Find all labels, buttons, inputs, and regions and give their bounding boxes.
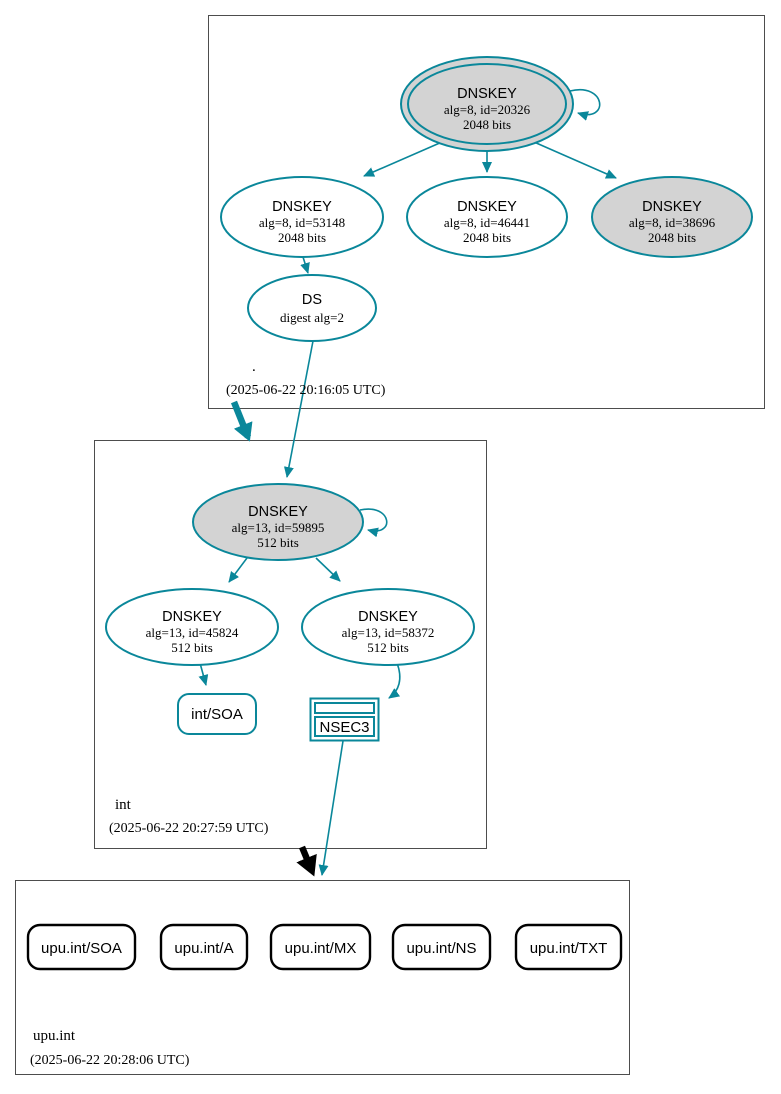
edge-int-ksk-to-zsk58372 (315, 557, 341, 582)
edge-delegation-int-to-upu-int (296, 845, 317, 877)
node-int-soa-rrset[interactable]: int/SOA (177, 693, 257, 735)
node-bits: 2048 bits (278, 230, 326, 245)
zone-label-root: . (252, 359, 256, 375)
node-detail: alg=13, id=59895 (232, 520, 325, 535)
node-root-ksk-20326[interactable]: DNSKEY alg=8, id=20326 2048 bits (400, 56, 574, 152)
zone-timestamp-int: (2025-06-22 20:27:59 UTC) (109, 821, 269, 836)
rrset-label: upu.int/MX (285, 940, 357, 957)
node-root-key-38696[interactable]: DNSKEY alg=8, id=38696 2048 bits (591, 176, 753, 258)
rrset-label: upu.int/TXT (530, 940, 608, 957)
node-title: DNSKEY (272, 199, 332, 215)
node-root-key-46441[interactable]: DNSKEY alg=8, id=46441 2048 bits (406, 176, 568, 258)
node-bits: 512 bits (367, 640, 409, 655)
node-upu-int-soa-rrset[interactable]: upu.int/SOA (26, 923, 137, 971)
node-detail: alg=8, id=46441 (444, 215, 530, 230)
node-bits: 2048 bits (463, 117, 511, 132)
edge-root-ksk-to-zsk53148 (363, 141, 443, 177)
rrset-label: upu.int/SOA (41, 940, 122, 957)
edge-int-ksk-to-zsk45824 (228, 557, 248, 583)
zone-label-int: int (115, 797, 132, 813)
node-title: DNSKEY (457, 199, 517, 215)
nsec3-label: NSEC3 (319, 719, 369, 736)
rrset-label: upu.int/A (174, 940, 233, 957)
rrset-label: upu.int/NS (406, 940, 476, 957)
node-root-zsk-53148[interactable]: DNSKEY alg=8, id=53148 2048 bits (220, 176, 384, 258)
node-title: DNSKEY (358, 609, 418, 625)
node-upu-int-a-rrset[interactable]: upu.int/A (159, 923, 249, 971)
node-title: DNSKEY (248, 504, 308, 520)
node-bits: 2048 bits (648, 230, 696, 245)
node-detail: alg=8, id=38696 (629, 215, 716, 230)
zone-timestamp-root: (2025-06-22 20:16:05 UTC) (226, 383, 386, 398)
edge-delegation-root-to-int (230, 400, 253, 442)
node-int-zsk-58372[interactable]: DNSKEY alg=13, id=58372 512 bits (301, 588, 475, 666)
node-detail: digest alg=2 (280, 310, 344, 325)
node-int-nsec3[interactable]: NSEC3 (309, 697, 380, 742)
zone-label-upu-int: upu.int (33, 1028, 76, 1044)
edge-zsk53148-to-ds (300, 256, 310, 274)
node-upu-int-mx-rrset[interactable]: upu.int/MX (269, 923, 372, 971)
node-detail: alg=8, id=53148 (259, 215, 345, 230)
node-detail: alg=13, id=45824 (146, 625, 239, 640)
node-int-ksk-59895[interactable]: DNSKEY alg=13, id=59895 512 bits (192, 483, 364, 561)
node-title: DNSKEY (642, 199, 702, 215)
edge-nsec3-to-upu-int (318, 740, 344, 876)
zone-timestamp-upu-int: (2025-06-22 20:28:06 UTC) (30, 1053, 190, 1068)
edge-int-ksk-selfloop (359, 508, 388, 538)
node-root-ds[interactable]: DS digest alg=2 (247, 274, 377, 342)
edge-zsk45824-to-int-soa (198, 662, 209, 686)
node-bits: 2048 bits (463, 230, 511, 245)
node-detail: alg=8, id=20326 (444, 102, 531, 117)
edge-root-ksk-to-key38696 (533, 141, 617, 179)
node-title: DNSKEY (457, 86, 517, 102)
node-detail: alg=13, id=58372 (342, 625, 435, 640)
node-int-zsk-45824[interactable]: DNSKEY alg=13, id=45824 512 bits (105, 588, 279, 666)
edge-zsk58372-to-nsec3 (388, 662, 401, 699)
node-title: DS (302, 292, 322, 308)
node-upu-int-ns-rrset[interactable]: upu.int/NS (391, 923, 492, 971)
rrset-label: int/SOA (191, 706, 243, 723)
zone-box-upu-int (15, 880, 630, 1075)
node-bits: 512 bits (257, 535, 299, 550)
node-bits: 512 bits (171, 640, 213, 655)
node-title: DNSKEY (162, 609, 222, 625)
edge-root-ksk-selfloop (569, 88, 601, 121)
edge-ds-to-int-ksk (283, 340, 314, 478)
node-upu-int-txt-rrset[interactable]: upu.int/TXT (514, 923, 623, 971)
